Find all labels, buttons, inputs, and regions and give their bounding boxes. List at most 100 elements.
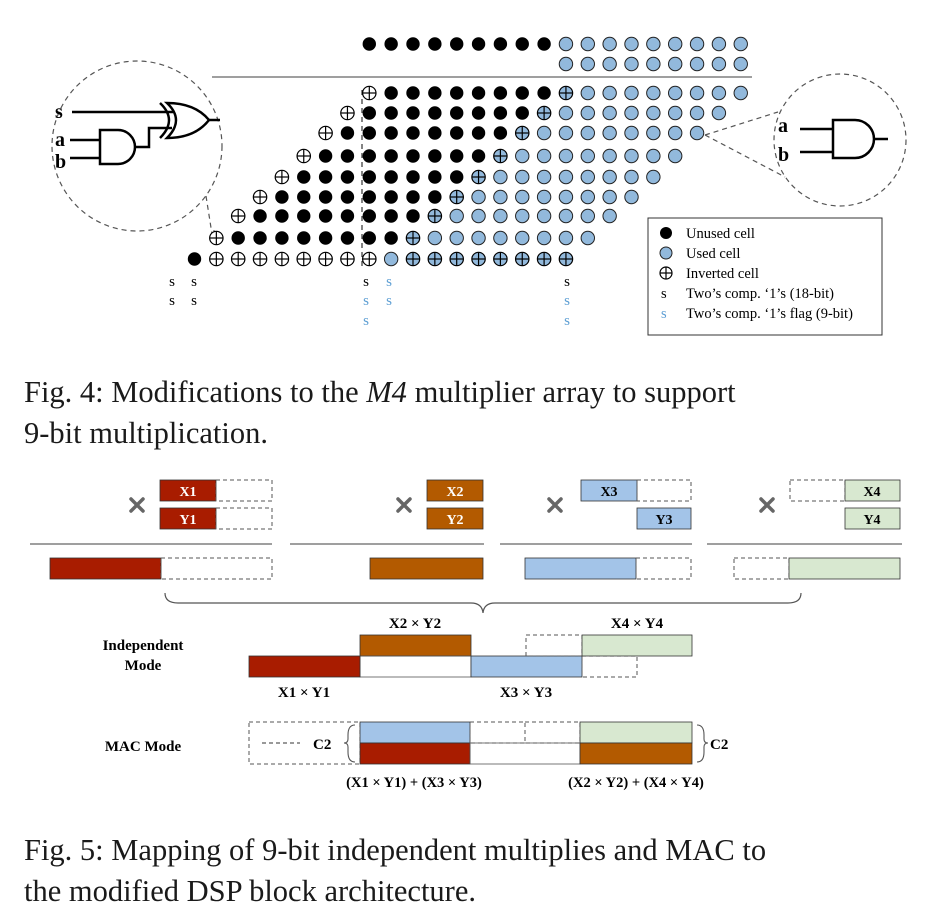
- array-cell: [711, 56, 727, 72]
- array-cell: [602, 56, 617, 72]
- inverted-cell: [230, 208, 246, 224]
- unused-cell: [515, 106, 529, 120]
- inverted-cell: [514, 125, 530, 141]
- unused-cell: [493, 126, 508, 140]
- unused-cell: [253, 209, 267, 223]
- used-cell: [689, 105, 705, 121]
- unused-cell: [384, 209, 398, 223]
- unused-cell: [537, 86, 551, 100]
- inverted-cell: [471, 251, 486, 267]
- inverted-cell: [493, 148, 508, 164]
- used-cell: [515, 169, 530, 185]
- legend-used-label: Used cell: [686, 246, 740, 262]
- figure-5-caption-line1: Fig. 5: Mapping of 9-bit independent mul…: [24, 833, 767, 867]
- unused-cell: [428, 170, 442, 184]
- array-cell: [689, 56, 705, 72]
- and-gate-icon: [98, 128, 137, 166]
- mac-mode-bars: [248, 721, 709, 765]
- used-cell: [646, 169, 661, 185]
- operand-y4: Y4: [863, 513, 880, 528]
- twos-comp-s-mark: s: [169, 274, 175, 290]
- unused-cell: [406, 126, 420, 140]
- mac-mode-label: MAC Mode: [105, 739, 182, 755]
- right-and-gate-icon: [800, 118, 888, 160]
- unused-cell: [297, 209, 311, 223]
- unused-cell: [362, 190, 376, 204]
- twos-comp-s-mark: s: [363, 274, 369, 290]
- unused-cell: [318, 149, 333, 163]
- unused-cell: [493, 86, 508, 100]
- array-cell: [406, 37, 420, 51]
- inverted-cell: [209, 230, 224, 246]
- unused-cell: [187, 252, 202, 266]
- unused-cell: [362, 209, 376, 223]
- used-cell: [580, 148, 595, 164]
- used-cell: [711, 105, 727, 121]
- used-cell: [646, 125, 661, 141]
- array-cell: [668, 56, 683, 72]
- used-cell: [427, 230, 443, 246]
- independent-mode-bars: [248, 634, 693, 678]
- used-cell: [471, 208, 486, 224]
- array-cell: [450, 37, 464, 51]
- used-cell: [580, 169, 595, 185]
- used-cell: [383, 251, 399, 267]
- used-cell: [493, 169, 508, 185]
- unused-cell: [406, 190, 420, 204]
- used-cell: [602, 169, 617, 185]
- unused-cell: [384, 190, 398, 204]
- used-cell: [515, 230, 530, 246]
- unused-cell: [340, 231, 355, 245]
- figure-5-caption: Fig. 5: Mapping of 9-bit independent mul…: [24, 830, 910, 912]
- used-cell: [602, 148, 617, 164]
- used-cell: [646, 105, 661, 121]
- unused-cell: [450, 86, 464, 100]
- inverted-cell: [471, 169, 486, 185]
- legend-inverted-label: Inverted cell: [686, 266, 759, 282]
- left-zoom-leader-bottom: [205, 195, 213, 235]
- operand-x3-y3: X3 Y3: [580, 479, 692, 530]
- operand-x4: X4: [863, 485, 880, 500]
- inverted-cell: [536, 251, 552, 267]
- used-cell: [558, 125, 574, 141]
- used-cell: [536, 208, 552, 224]
- unused-cell: [231, 231, 245, 245]
- array-cell: [558, 36, 574, 52]
- unused-cell: [406, 209, 420, 223]
- product-label-x1y1: X1 × Y1: [278, 685, 330, 701]
- inverted-cell: [274, 169, 290, 185]
- array-cell: [515, 37, 529, 51]
- twos-comp-s-mark: s: [564, 313, 570, 329]
- used-cell: [602, 85, 617, 101]
- legend-twos-comp-flag-label: Two’s comp. ‘1’s flag (9-bit): [686, 306, 853, 322]
- array-cell: [689, 36, 705, 52]
- unused-cell: [253, 231, 267, 245]
- twos-comp-s-mark: s: [191, 293, 197, 309]
- inverted-cell: [558, 85, 574, 101]
- unused-cell: [362, 126, 376, 140]
- times-marks: [129, 497, 775, 513]
- unused-cell: [362, 231, 376, 245]
- unused-cell: [384, 86, 398, 100]
- right-zoom-circle: [773, 73, 907, 207]
- used-cell: [536, 148, 552, 164]
- times-icon-3: [547, 497, 563, 513]
- inverted-cell: [558, 251, 574, 267]
- unused-cell: [471, 106, 486, 120]
- inverted-cell: [318, 251, 333, 267]
- times-icon-4: [759, 497, 775, 513]
- array-cell: [558, 56, 574, 72]
- array-cell: [602, 36, 617, 52]
- unused-cell: [318, 170, 333, 184]
- used-cell: [668, 85, 683, 101]
- used-cell: [624, 125, 639, 141]
- unused-cell: [450, 106, 464, 120]
- inverted-cell: [318, 125, 333, 141]
- used-cell: [493, 208, 508, 224]
- independent-mode-label-line1: Independent: [103, 638, 184, 654]
- used-cell: [602, 105, 617, 121]
- gate-left-input-s: s: [55, 101, 63, 123]
- inverted-cell: [361, 251, 377, 267]
- twos-comp-s-mark: s: [564, 293, 570, 309]
- legend-inverted-swatch: [659, 266, 673, 280]
